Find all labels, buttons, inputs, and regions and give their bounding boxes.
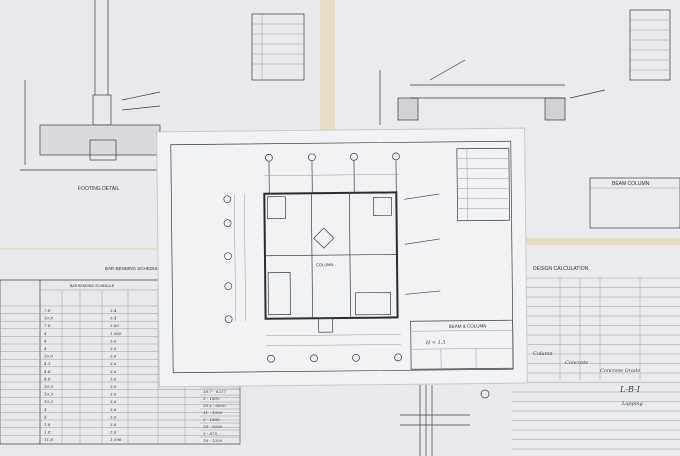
column-label: COLUMN bbox=[316, 262, 333, 267]
table-cell: 3 - 1800 bbox=[203, 417, 220, 422]
table-cell: 1.960 bbox=[110, 331, 122, 336]
table-cell: 1.8 bbox=[44, 422, 51, 427]
table-cell: 10.3 bbox=[44, 399, 53, 404]
table-cell: 3.6 bbox=[110, 407, 117, 412]
grid-bubble bbox=[352, 353, 360, 362]
grid-bubble bbox=[224, 315, 233, 324]
bar-bending-title: BAR BENDING SCHEDULE bbox=[105, 266, 162, 271]
table-cell: 4 bbox=[43, 414, 47, 419]
table-cell: 3.6 bbox=[110, 369, 117, 374]
design-calculation-sheet: DESIGN CALCULATION Column Concrete Concr… bbox=[512, 245, 680, 456]
table-cell: 4 bbox=[43, 331, 47, 336]
table-cell: 18 - 9200 bbox=[203, 424, 223, 429]
grid-bubble bbox=[224, 252, 232, 261]
plan-note: H = 1.5 bbox=[425, 340, 446, 346]
table-cell: 3.6 bbox=[110, 430, 117, 435]
grid-bubble bbox=[265, 153, 273, 162]
table-cell: 7.8 bbox=[44, 308, 51, 313]
table-cell: 3.6 bbox=[110, 384, 117, 389]
table-cell: 18 - 1300 bbox=[203, 438, 223, 443]
table-cell: 10.3 bbox=[44, 392, 53, 397]
table-cell: 4.8 bbox=[43, 376, 51, 381]
table-cell: 4 bbox=[43, 338, 47, 343]
grid-bubble bbox=[310, 354, 318, 363]
column-detail-sheet bbox=[330, 382, 520, 456]
table-cell: 11.8 bbox=[44, 437, 53, 442]
design-calc-title: DESIGN CALCULATION bbox=[533, 266, 589, 272]
table-cell: 1.8 bbox=[44, 430, 51, 435]
table-cell: 18.7 - 6217 bbox=[203, 389, 226, 394]
table-cell: 4 bbox=[43, 407, 47, 412]
grid-bubble bbox=[224, 282, 233, 291]
table-cell: 4.8 bbox=[43, 369, 51, 374]
design-note: Concrete bbox=[565, 360, 588, 366]
plan-title-block: BEAM & COLUMN bbox=[449, 323, 487, 328]
grid-bubble bbox=[350, 152, 358, 161]
north-marker-icon bbox=[313, 227, 335, 249]
table-cell: 3.6 bbox=[110, 399, 117, 404]
table-cell: 10.8 bbox=[44, 354, 53, 359]
table-cell: 3.6 bbox=[110, 376, 117, 381]
table-cell: 4 bbox=[43, 346, 47, 351]
table-cell: 3.6 bbox=[110, 361, 117, 366]
table-cell: 3.60 bbox=[110, 323, 119, 328]
table-cell: 3.4 bbox=[110, 308, 117, 313]
table-cell: 3 - 875 bbox=[203, 431, 218, 436]
table-cell: 3 - 1800 bbox=[203, 396, 220, 401]
design-note: Concrete Grade bbox=[600, 368, 640, 374]
footing-detail-label: FOOTING DETAIL bbox=[78, 186, 120, 192]
grid-bubble bbox=[392, 152, 400, 161]
grid-bubble bbox=[308, 153, 316, 162]
beam-column-title-right: BEAM COLUMN bbox=[612, 181, 650, 187]
table-cell: 7.8 bbox=[44, 323, 51, 328]
table-cell: 3.6 bbox=[110, 392, 117, 397]
grid-bubble bbox=[223, 219, 232, 228]
grid-bubble bbox=[267, 354, 275, 363]
grid-bubble bbox=[394, 353, 402, 362]
table-cell: 3.4 bbox=[110, 316, 117, 321]
design-note: Column bbox=[533, 351, 553, 357]
table-cell: 10.8 bbox=[44, 316, 53, 321]
table-cell: 3.6 bbox=[110, 422, 117, 427]
floor-plan-sheet: COLUMN BEAM & COLUMN H = 1.5 bbox=[156, 127, 528, 388]
table-cell: 3.6 bbox=[110, 354, 117, 359]
design-note: Lapping bbox=[621, 401, 643, 407]
bar-bending-table-title: BAR BENDING SCHEDULE bbox=[70, 284, 115, 288]
table-cell: 3.6 bbox=[110, 414, 117, 419]
table-cell: 4.3 bbox=[43, 361, 51, 366]
table-cell: 10.3 bbox=[44, 384, 53, 389]
table-cell: 3.6 bbox=[110, 338, 117, 343]
table-cell: 18 x - 8800 bbox=[203, 403, 226, 408]
table-cell: 11 - 1300 bbox=[203, 410, 223, 415]
table-cell: 1.596 bbox=[110, 437, 122, 442]
design-note: L-B-I bbox=[619, 385, 641, 394]
grid-bubble bbox=[223, 195, 232, 204]
table-cell: 3.6 bbox=[110, 346, 117, 351]
